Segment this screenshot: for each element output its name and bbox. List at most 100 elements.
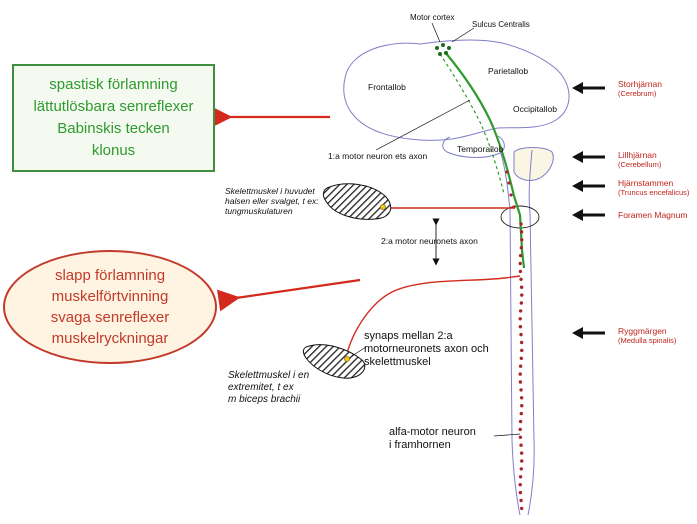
alpha-motor-neuron-dot <box>519 356 524 360</box>
upper-motor-neuron-symptoms-box: spastisk förlamning lättutlösbara senref… <box>12 64 215 172</box>
upper-motor-neuron-axon <box>444 51 526 269</box>
head-muscle-line: tungmuskulaturen <box>225 206 293 216</box>
alpha-motor-neuron-dot <box>520 459 524 463</box>
symptom-line: muskelryckningar <box>51 330 169 347</box>
alpha-motor-neuron-dot <box>519 388 523 392</box>
alpha-motor-neuron-dot <box>518 483 522 487</box>
alpha-motor-neuron-dot <box>520 348 524 353</box>
alpha-motor-neuron-dot <box>518 380 523 384</box>
label-synapse: synaps mellan 2:a motorneuronets axon oc… <box>364 330 489 369</box>
upper-motor-neuron-axon-shadow <box>439 53 505 195</box>
symptom-line: slapp förlamning <box>54 267 166 284</box>
label-frontallob: Frontallob <box>368 82 406 92</box>
label-limb-muscle: Skelettmuskel i en extremitet, t ex m bi… <box>228 370 309 406</box>
cerebrum-outline <box>343 39 570 141</box>
limb-muscle-line: Skelettmuskel i en <box>228 370 310 381</box>
alpha-motor-neuron-dot <box>519 451 524 455</box>
alpha-motor-neuron-dot <box>518 475 523 479</box>
symptom-line: spastisk förlamning <box>49 76 178 93</box>
label-sulcus-centralis: Sulcus Centralis <box>472 20 530 29</box>
alpha-motor-neuron-dot <box>518 317 522 321</box>
label-storhjarnan: Storhjärnan (Cerebrum) <box>618 79 662 98</box>
alpha-motor-neuron-dot <box>518 427 522 432</box>
alpha-motor-neuron-dot <box>520 293 524 297</box>
alpha-motor-neuron-dot <box>519 443 523 447</box>
head-muscle-line: halsen eller svalget, t ex: <box>225 196 319 206</box>
alpha-motor-neuron-dot <box>518 261 522 266</box>
alpha-neuron-line: alfa-motor neuron <box>389 426 476 438</box>
alpha-motor-neuron-dot <box>519 506 524 511</box>
symptom-line: muskelförtvinning <box>51 288 169 305</box>
head-skeletal-muscle <box>322 183 392 220</box>
pointer-alpha-neuron <box>493 433 521 437</box>
alpha-motor-neuron-dot <box>518 309 523 313</box>
label-occipitallob: Occipitallob <box>513 104 557 114</box>
symptom-line: klonus <box>91 142 136 159</box>
structure-name: Foramen Magnum <box>618 210 688 220</box>
alpha-motor-neuron-dot <box>519 467 523 471</box>
alpha-motor-neuron-dot <box>518 372 522 376</box>
limb-muscle-line: extremitet, t ex <box>228 382 294 393</box>
alpha-motor-neuron-dot <box>519 396 524 400</box>
limb-skeletal-muscle <box>302 344 366 379</box>
label-foramen-magnum: Foramen Magnum <box>618 210 687 220</box>
symptom-line: svaga senreflexer <box>50 309 170 326</box>
lower-motor-neuron-symptoms-ellipse: slapp förlamning muskelförtvinning svaga… <box>3 250 217 364</box>
alpha-motor-neuron-dot <box>519 246 524 250</box>
alpha-motor-neuron-dot <box>519 301 524 305</box>
alpha-motor-neuron-dot <box>519 411 524 416</box>
symptom-line: lättutlösbara senreflexer <box>33 98 194 115</box>
synapse-line: synaps mellan 2:a <box>364 330 453 342</box>
head-muscle-line: Skelettmuskel i huvudet <box>225 186 315 196</box>
structure-name: Hjärnstammen <box>618 178 674 188</box>
lower-motor-neuron-axon-limb <box>345 275 521 359</box>
label-first-motor-neuron-axon: 1:a motor neuron ets axon <box>328 151 428 161</box>
alpha-motor-neuron-dot <box>519 498 523 503</box>
structure-sub: (Cerebrum) <box>618 89 657 98</box>
structure-sub: (Truncus encefalicus) <box>618 188 690 197</box>
alpha-motor-neuron-dot <box>518 419 523 424</box>
synapse-line: skelettmuskel <box>364 356 431 368</box>
label-motor-cortex: Motor cortex <box>410 13 455 22</box>
structure-name: Ryggmärgen <box>618 326 667 336</box>
cerebellum-outline <box>513 147 554 181</box>
alpha-motor-neuron-dot <box>519 340 524 345</box>
alpha-motor-neuron-dot <box>519 332 523 337</box>
label-parietallob: Parietallob <box>488 66 529 76</box>
alpha-motor-neuron-dot <box>518 325 523 329</box>
limb-muscle-synapse <box>344 356 350 362</box>
alpha-motor-neuron-dot <box>519 277 523 281</box>
symptom-line: Babinskis tecken <box>57 120 170 137</box>
label-temporallob: Temporallob <box>457 144 504 154</box>
alpha-motor-neuron-dot <box>519 222 523 226</box>
structure-name: Lillhjärnan <box>618 150 657 160</box>
arrow-to-lower-box <box>217 278 361 312</box>
pointer-first-axon <box>375 99 471 151</box>
alpha-motor-neuron-dot <box>518 490 523 495</box>
brainstem-neuron-dots <box>505 170 516 209</box>
alpha-neuron-line: i framhornen <box>389 439 451 451</box>
alpha-motor-neuron-dot <box>518 364 523 368</box>
label-second-motor-neuron-axon: 2:a motor neuronets axon <box>381 236 478 246</box>
pointer-sulcus <box>451 27 475 43</box>
brainstem-spinal-outline <box>499 149 535 516</box>
head-muscle-synapse <box>380 204 386 210</box>
structure-sub: (Medulla spinalis) <box>618 336 677 345</box>
structure-sub: (Cerebellum) <box>618 160 662 169</box>
label-alpha-motor-neuron: alfa-motor neuron i framhornen <box>389 426 476 452</box>
label-hjarnstammen: Hjärnstammen (Truncus encefalicus) <box>618 178 689 197</box>
motor-cortex-cells <box>435 43 451 56</box>
alpha-motor-neuron-dot <box>520 238 524 242</box>
structure-arrows <box>572 82 605 339</box>
alpha-motor-neuron-dot <box>518 435 523 439</box>
alpha-motor-neuron-dot <box>519 285 524 289</box>
temporal-lobe-outline <box>442 135 505 158</box>
alpha-motor-neuron-dot <box>519 230 524 234</box>
alpha-motor-neuron-dot <box>520 404 524 408</box>
label-ryggmargen: Ryggmärgen (Medulla spinalis) <box>618 326 676 345</box>
synapse-line: motorneuronets axon och <box>364 343 489 355</box>
limb-muscle-line: m biceps brachii <box>228 394 301 405</box>
label-head-muscle: Skelettmuskel i huvudet halsen eller sva… <box>225 186 319 216</box>
alpha-motor-neuron-dot <box>518 269 523 274</box>
